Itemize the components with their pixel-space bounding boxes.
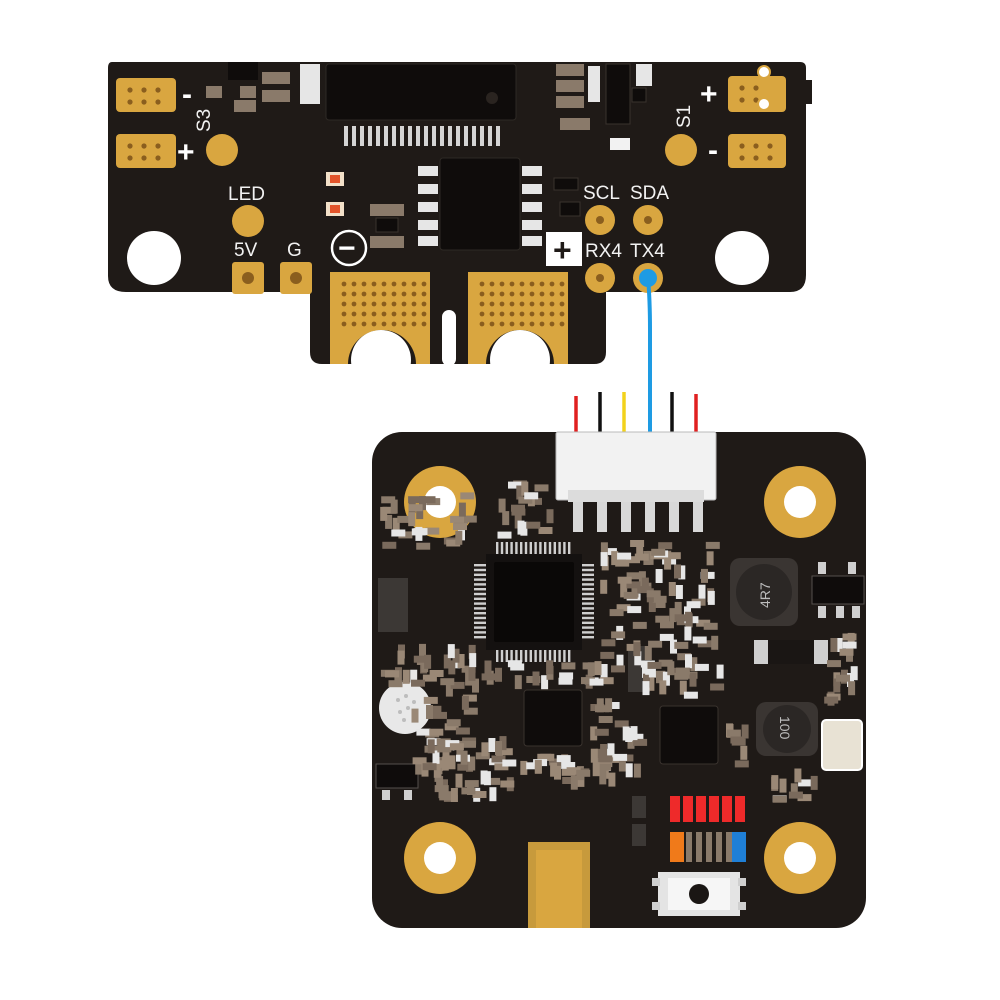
crystal xyxy=(821,719,863,771)
led-red xyxy=(683,796,693,822)
mounting-ring-tr xyxy=(764,466,836,538)
plus-sign-left: + xyxy=(177,136,195,169)
label-tx4: TX4 xyxy=(630,241,665,262)
plus-sign-right: + xyxy=(700,78,718,111)
label-s3: S3 xyxy=(194,109,215,132)
sensor-chip-1 xyxy=(523,689,583,747)
pad-led xyxy=(232,205,264,237)
battery-pad-cutout-left xyxy=(351,330,411,390)
led-red xyxy=(709,796,719,822)
led-blue xyxy=(732,832,746,862)
inductor-4r7: 4R7 xyxy=(730,558,798,626)
svg-text:100: 100 xyxy=(777,716,793,740)
servo-pad-top-left xyxy=(116,78,176,112)
pad-s1 xyxy=(665,134,697,166)
barometer xyxy=(379,682,431,734)
minus-sign-right: - xyxy=(708,134,718,167)
pdb-components xyxy=(206,62,652,248)
battery-minus-sign: − xyxy=(338,232,356,265)
servo-pad-bottom-left xyxy=(116,134,176,168)
led-orange xyxy=(670,832,684,862)
servo-pad-top-right xyxy=(728,65,786,112)
power-distribution-board: - + S3 LED 5V G − + xyxy=(108,62,812,390)
label-g: G xyxy=(287,240,302,261)
led-red xyxy=(696,796,706,822)
battery-pad-positive xyxy=(468,272,568,364)
battery-minus-marking xyxy=(330,229,368,267)
label-scl: SCL xyxy=(583,183,620,204)
board-slot xyxy=(442,310,456,366)
mounting-ring-bl xyxy=(404,822,476,894)
svg-text:4R7: 4R7 xyxy=(757,582,773,608)
led-red xyxy=(670,796,680,822)
status-leds xyxy=(632,796,746,862)
battery-pad-cutout-right xyxy=(490,330,550,390)
mounting-hole-left xyxy=(127,231,181,285)
gps-module-board: 4R7 100 xyxy=(372,431,866,928)
pad-s3 xyxy=(206,134,238,166)
battery-plus-marking xyxy=(546,232,582,266)
label-s1: S1 xyxy=(674,105,695,128)
label-rx4: RX4 xyxy=(585,241,622,262)
connector-wires xyxy=(574,392,698,432)
mcu-chip xyxy=(474,542,594,662)
mounting-ring-br xyxy=(764,822,836,894)
label-led: LED xyxy=(228,184,265,205)
signal-wire-tx4 xyxy=(646,277,652,436)
battery-pad-negative xyxy=(330,272,430,364)
cable-connector xyxy=(555,431,717,501)
label-sda: SDA xyxy=(630,183,669,204)
minus-sign-left: - xyxy=(182,78,192,111)
battery-plus-sign: + xyxy=(553,232,572,268)
led-red xyxy=(722,796,732,822)
label-5v: 5V xyxy=(234,240,258,261)
inductor-100: 100 xyxy=(756,702,818,756)
mounting-hole-right xyxy=(715,231,769,285)
sensor-chip-2 xyxy=(659,705,719,765)
main-ic xyxy=(325,63,517,121)
servo-pad-bottom-right xyxy=(728,134,786,168)
led-red xyxy=(735,796,745,822)
secondary-ic xyxy=(439,157,521,251)
passive-components xyxy=(380,480,858,803)
boot-button[interactable] xyxy=(652,872,746,916)
